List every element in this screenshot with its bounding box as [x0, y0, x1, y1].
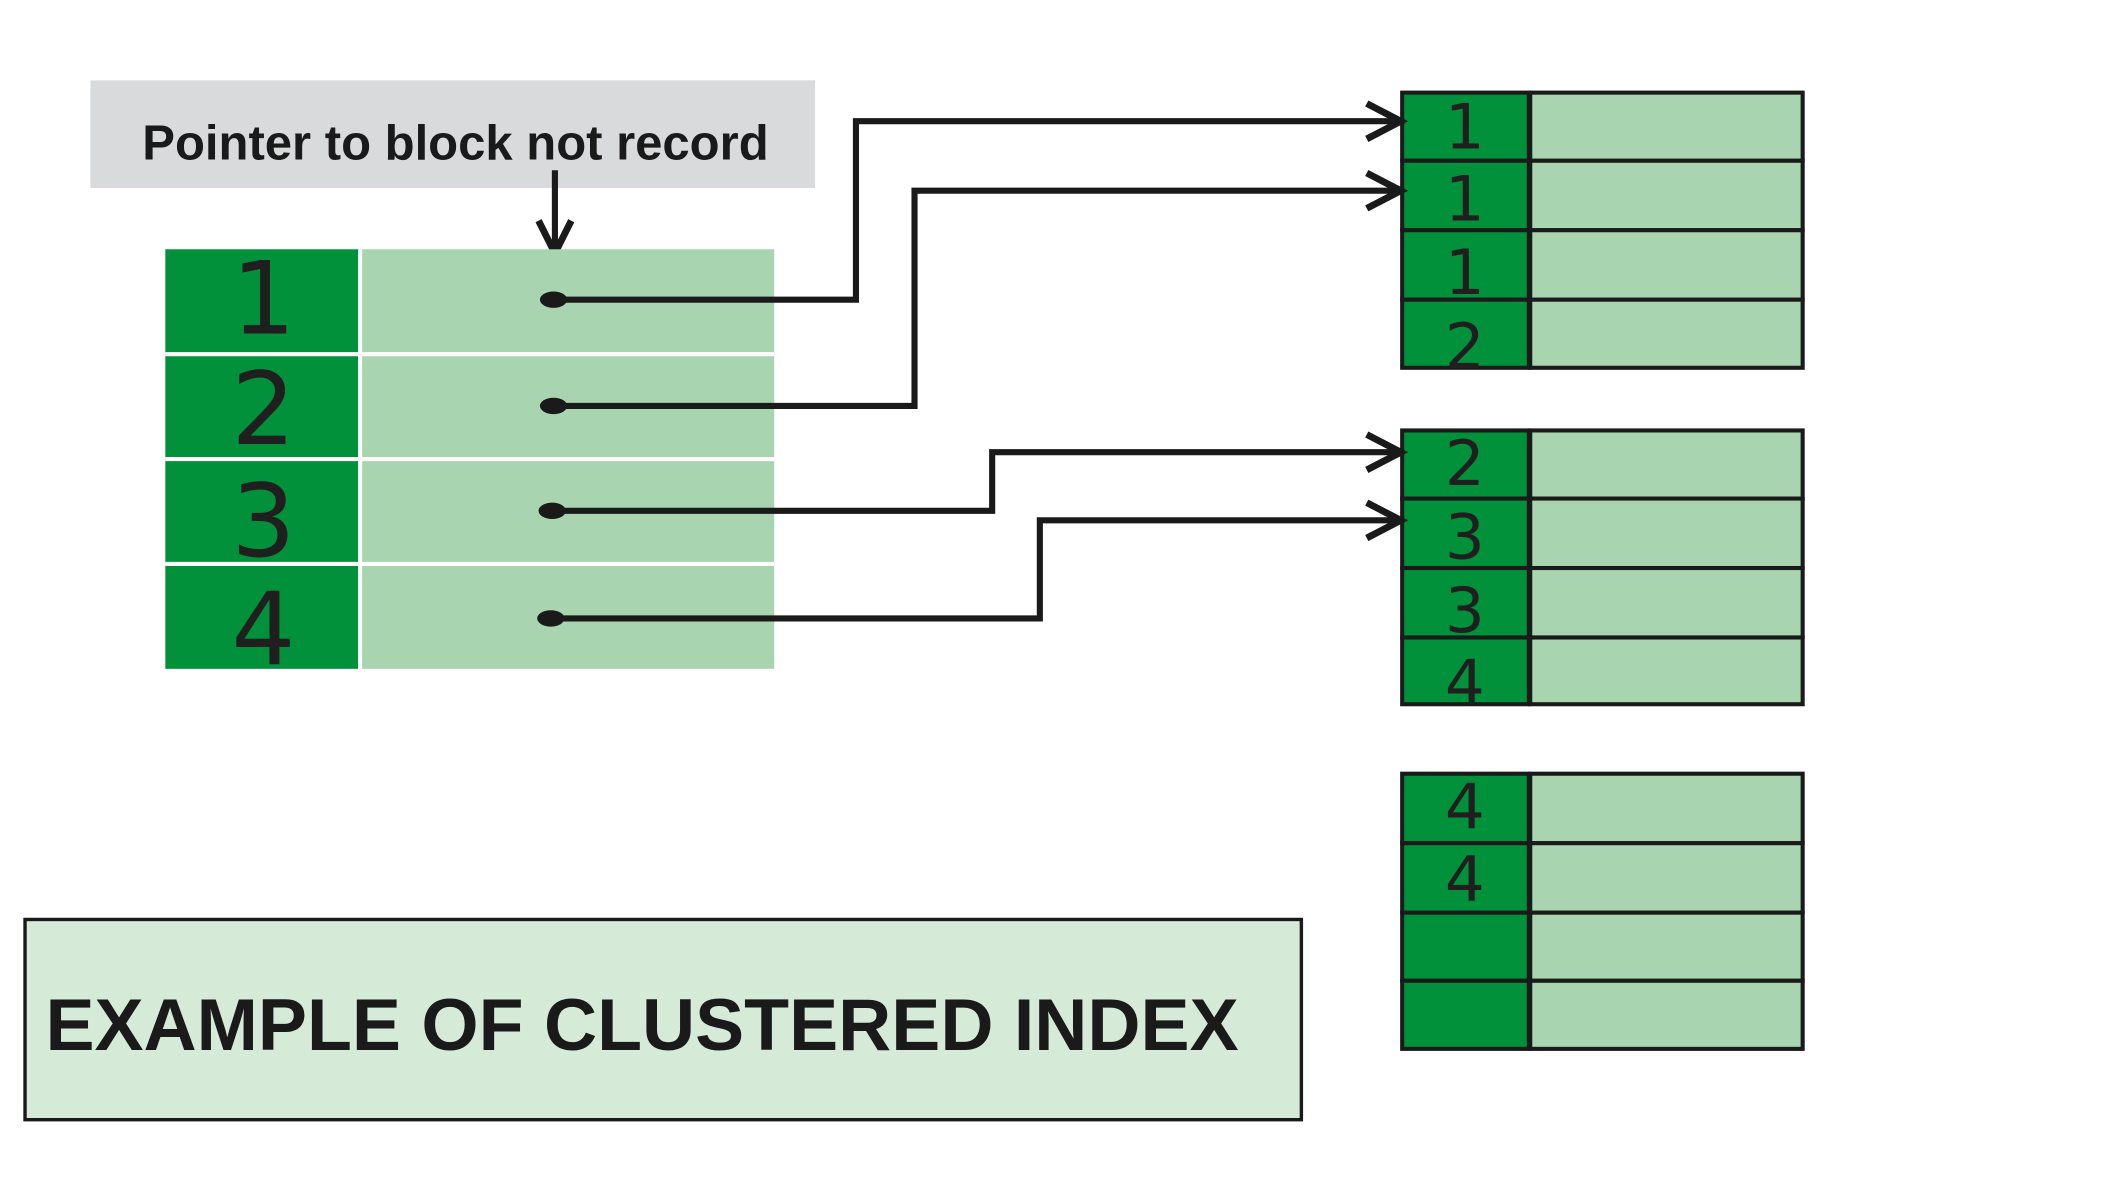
data-block-3: 4 4: [1400, 770, 1805, 1051]
block-key-cell: [1400, 90, 1531, 163]
pointer-line: [552, 449, 1399, 514]
block-key-cell: [1400, 978, 1531, 1051]
index-row: 3: [165, 459, 775, 580]
block-key-cell: [1400, 910, 1531, 983]
pointer-connectors: [537, 100, 1409, 627]
block-key-label: 3: [1445, 500, 1485, 573]
block-record-cell: [1528, 158, 1805, 233]
block-record-cell: [1528, 841, 1805, 915]
block-record-cell: [1528, 90, 1805, 163]
title-box: [23, 917, 1304, 1122]
block-record-cell: [1528, 565, 1805, 640]
index-key-cell: [165, 459, 361, 564]
block-record-cell: [1528, 771, 1805, 846]
pointer-arrow-head: [1365, 100, 1409, 142]
data-block-1: 1 1 1 2: [1400, 90, 1805, 383]
diagram-title: EXAMPLE OF CLUSTERED INDEX: [45, 983, 1238, 1066]
index-row: 2: [165, 350, 775, 468]
block-key-cell: [1400, 297, 1531, 370]
index-key-label: 1: [231, 240, 295, 358]
block-key-label: 2: [1445, 310, 1485, 383]
block-key-cell: [1400, 565, 1531, 640]
callout-box: [90, 80, 816, 188]
block-key-label: 1: [1445, 236, 1485, 309]
block-key-cell: [1400, 228, 1531, 302]
block-record-cell: [1528, 428, 1805, 501]
block-key-label: 1: [1445, 163, 1485, 236]
block-key-cell: [1400, 635, 1531, 707]
index-key-cell: [165, 563, 361, 669]
block-key-label: 4: [1445, 842, 1485, 915]
block-record-cell: [1528, 910, 1805, 983]
index-key-cell: [165, 249, 361, 355]
callout-text: Pointer to block not record: [142, 116, 768, 170]
pointer-line: [553, 118, 1399, 303]
block-key-label: 2: [1445, 427, 1485, 500]
pointer-arrow-head: [1365, 169, 1409, 212]
pointer-arrow-head: [1365, 431, 1409, 473]
block-record-cell: [1528, 978, 1805, 1051]
pointer-arrow-head: [1365, 499, 1409, 542]
index-table: 1 2 3 4: [165, 240, 775, 689]
index-row: 4: [165, 563, 775, 689]
index-key-label: 4: [231, 571, 295, 689]
title-panel: EXAMPLE OF CLUSTERED INDEX: [23, 917, 1304, 1122]
pointer-line: [553, 187, 1399, 409]
block-record-cell: [1528, 297, 1805, 370]
data-block-2: 2 3 3 4: [1400, 427, 1805, 719]
block-key-label: 3: [1445, 574, 1485, 647]
index-key-cell: [165, 354, 361, 460]
index-row: 1: [165, 240, 775, 358]
block-key-label: 4: [1445, 770, 1485, 843]
callout: Pointer to block not record: [90, 80, 816, 261]
index-key-label: 3: [231, 462, 295, 580]
block-key-label: 1: [1445, 90, 1485, 163]
block-record-cell: [1528, 496, 1805, 571]
block-key-label: 4: [1445, 646, 1485, 719]
block-record-cell: [1528, 635, 1805, 707]
index-key-label: 2: [231, 350, 295, 468]
block-record-cell: [1528, 228, 1805, 302]
pointer-line: [550, 517, 1399, 622]
